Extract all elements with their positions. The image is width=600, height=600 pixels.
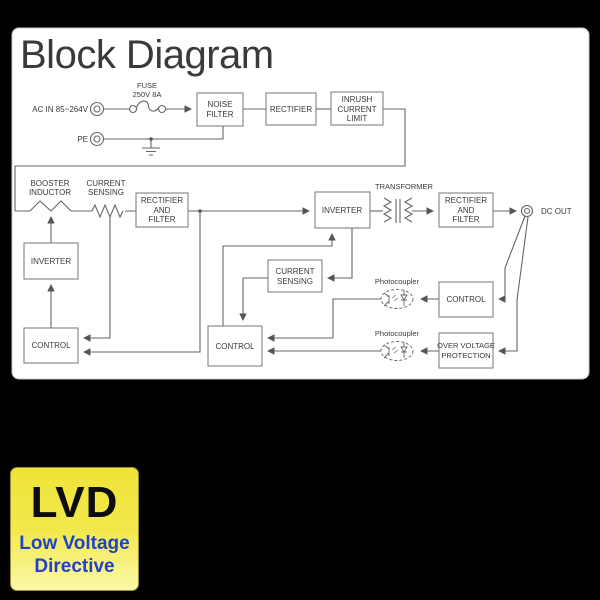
ac-in-label: AC IN 85~264V <box>32 105 88 114</box>
inverter-pfc-block <box>23 242 79 280</box>
inverter-main-block <box>314 191 371 229</box>
block-label: FILTER <box>453 215 480 224</box>
block-label: SENSING <box>277 277 313 286</box>
block-label: CURRENT <box>337 105 376 114</box>
booster-inductor-label: INDUCTOR <box>29 188 71 197</box>
wires <box>14 105 529 356</box>
block-label: LIMIT <box>347 114 368 123</box>
block-label: RECTIFIER <box>141 196 183 205</box>
block-label: INVERTER <box>322 206 363 215</box>
inrush-current-limit-block <box>330 91 384 126</box>
current-sense-resistor-icon <box>91 203 124 219</box>
ground-icon <box>142 139 160 156</box>
lvd-line1: Low Voltage <box>19 533 130 554</box>
fuse-rating-label: 250V 8A <box>133 90 162 99</box>
fuse-icon <box>128 100 167 114</box>
block-label: INRUSH <box>342 95 373 104</box>
block-label: FILTER <box>207 110 234 119</box>
fuse-label: FUSE <box>137 81 157 90</box>
block-label: CONTROL <box>215 342 255 351</box>
booster-inductor-icon <box>29 200 72 212</box>
current-sense-label: CURRENT <box>86 179 125 188</box>
control-main-block <box>207 325 263 367</box>
dc-out-terminal <box>520 204 534 218</box>
block-label: AND <box>154 206 171 215</box>
block-label: NOISE <box>208 100 233 109</box>
lvd-acronym: LVD <box>30 478 119 527</box>
lvd-badge: LVD Low Voltage Directive <box>10 467 139 591</box>
noise-filter-block <box>196 92 244 127</box>
pe-label: PE <box>77 135 88 144</box>
block-label: CONTROL <box>446 295 486 304</box>
junction-dot <box>149 137 153 141</box>
block-label: OVER VOLTAGE <box>437 341 495 350</box>
ac-input-terminal <box>89 101 105 117</box>
pfc-feed-wire <box>14 108 406 211</box>
block-label: CONTROL <box>31 341 71 350</box>
diagram-panel <box>11 27 590 380</box>
rectifier-block <box>265 92 317 126</box>
dc-feedback-wire-1 <box>498 215 526 303</box>
rectifier-filter-pfc-block <box>135 192 189 228</box>
block-label: CURRENT <box>275 267 314 276</box>
block-label: FILTER <box>149 215 176 224</box>
dc-out-label: DC OUT <box>541 207 572 216</box>
block-label: PROTECTION <box>441 351 490 360</box>
lvd-line2: Directive <box>34 556 115 577</box>
photocoupler-label: Photocoupler <box>375 277 420 286</box>
pe-wire <box>104 126 224 140</box>
current-sense-label: SENSING <box>88 188 124 197</box>
rectifier-filter-out-block <box>438 192 494 228</box>
control-feedback-block <box>438 281 494 318</box>
inverter-drive-wire <box>222 233 336 326</box>
current-sensing-block <box>267 259 323 293</box>
block-label: AND <box>458 206 475 215</box>
block-label: INVERTER <box>31 257 72 266</box>
ovp-block <box>438 332 494 369</box>
junction-dot <box>198 209 202 213</box>
page-title: Block Diagram <box>20 33 274 77</box>
control-pfc-block <box>23 327 79 364</box>
transformer-label: TRANSFORMER <box>375 182 434 191</box>
block-label: RECTIFIER <box>270 105 312 114</box>
pe-terminal <box>89 131 105 147</box>
transformer-icon <box>382 197 414 223</box>
dc-feedback-wire-2 <box>498 216 529 355</box>
block-label: RECTIFIER <box>445 196 487 205</box>
booster-inductor-label: BOOSTER <box>30 179 69 188</box>
photocoupler-label: Photocoupler <box>375 329 420 338</box>
